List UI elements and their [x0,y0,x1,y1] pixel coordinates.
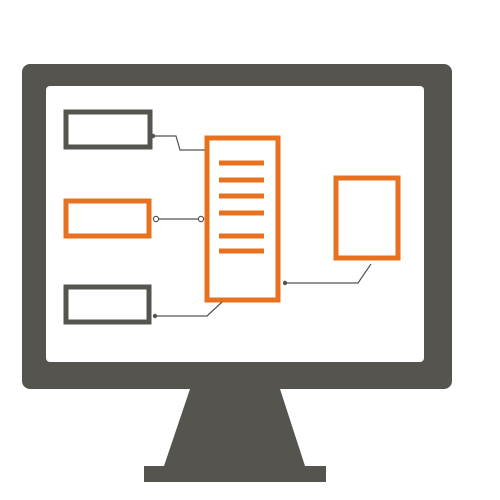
connector-bottom-dot [152,313,158,319]
monitor-screen [46,86,424,362]
connector-middle-dot-left [152,215,160,223]
monitor-stand-neck [164,389,305,466]
right-box [333,175,401,261]
center-document-box [204,135,281,303]
left-box-top [63,109,153,150]
left-box-bottom [63,284,152,325]
connector-middle-dot-right [197,215,205,223]
connector-top-dot [150,133,156,139]
document-lines [219,160,264,254]
monitor-stand-base [144,466,326,482]
connectors [150,133,372,319]
connector-right [285,263,372,284]
connector-right-dot [282,280,288,286]
connector-top [153,135,205,151]
left-box-middle [63,198,152,239]
connector-bottom [155,301,223,317]
